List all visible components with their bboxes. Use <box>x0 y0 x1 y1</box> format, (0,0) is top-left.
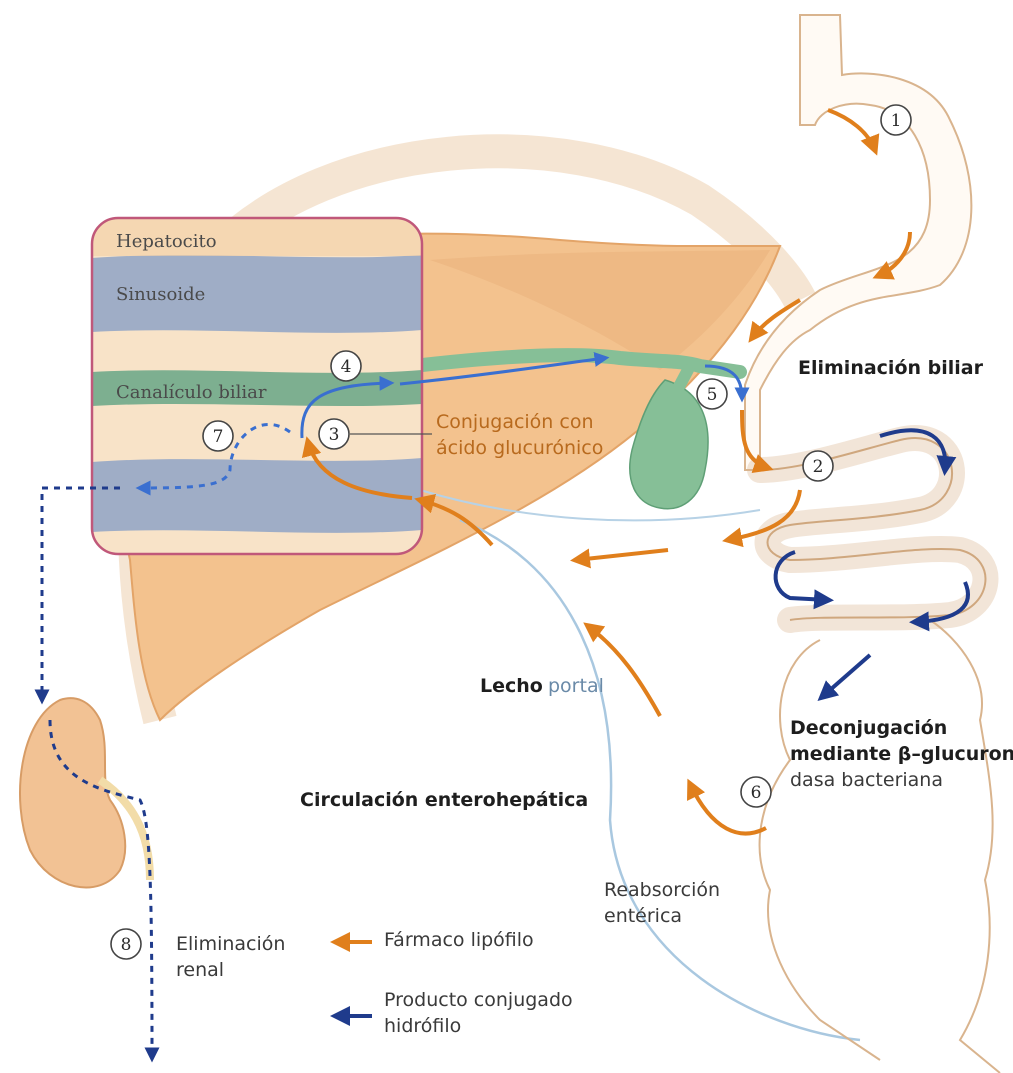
label-circulacion: Circulación enterohepática <box>300 789 588 811</box>
legend-conjugado-2: hidrófilo <box>384 1015 461 1037</box>
arrow-orange-portal-1 <box>576 550 668 560</box>
step-5: 5 <box>697 379 727 409</box>
arrow-intestine-blue-4 <box>822 655 870 697</box>
step-1: 1 <box>881 105 911 135</box>
step-8: 8 <box>111 929 141 959</box>
arrow-orange-stomach-1 <box>828 110 875 150</box>
svg-text:3: 3 <box>329 425 340 445</box>
legend-conjugado-1: Producto conjugado <box>384 989 573 1011</box>
label-reabsorcion-2: entérica <box>604 905 682 927</box>
label-eliminacion-renal-2: renal <box>176 959 224 981</box>
label-eliminacion-renal-1: Eliminación <box>176 933 285 955</box>
label-deconjugacion-1: Deconjugación <box>790 717 947 739</box>
svg-text:2: 2 <box>813 457 824 477</box>
svg-text:6: 6 <box>751 783 762 803</box>
label-eliminacion-biliar: Eliminación biliar <box>798 357 984 379</box>
stomach-outline <box>745 15 971 470</box>
label-lecho: Lecho <box>480 675 543 697</box>
svg-text:8: 8 <box>121 935 132 955</box>
label-reabsorcion-1: Reabsorción <box>604 879 720 901</box>
step-4: 4 <box>331 351 361 381</box>
colon-outline <box>760 620 1000 1073</box>
legend: Fármaco lipófilo Producto conjugado hidr… <box>336 929 573 1037</box>
label-conjugacion-1: Conjugación con <box>436 411 594 433</box>
inset-label-canaliculo: Canalículo biliar <box>116 382 267 403</box>
inset-label-sinusoide: Sinusoide <box>116 284 205 305</box>
label-deconjugacion-3: dasa bacteriana <box>790 769 943 791</box>
arrow-orange-reabsorption-1 <box>588 626 660 716</box>
label-portal: portal <box>548 675 604 697</box>
legend-lipofilo: Fármaco lipófilo <box>384 929 534 951</box>
svg-text:4: 4 <box>341 357 352 377</box>
svg-text:1: 1 <box>891 111 902 131</box>
label-deconjugacion-2: mediante β–glucuroni- <box>790 743 1013 765</box>
svg-text:7: 7 <box>213 427 224 447</box>
svg-text:5: 5 <box>707 385 718 405</box>
step-6: 6 <box>741 777 771 807</box>
step-7: 7 <box>203 421 233 451</box>
label-conjugacion-2: ácido glucurónico <box>436 437 603 459</box>
inset-label-hepatocito: Hepatocito <box>116 231 217 252</box>
step-3: 3 <box>319 419 349 449</box>
step-2: 2 <box>803 451 833 481</box>
